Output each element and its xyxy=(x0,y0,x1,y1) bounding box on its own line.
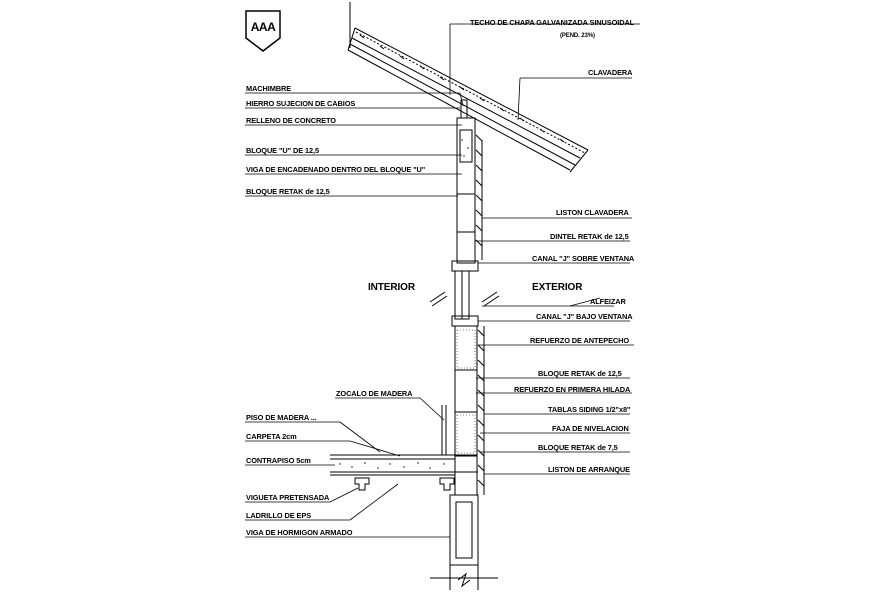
floor-slab xyxy=(330,405,478,496)
label-bloque-retak-125: BLOQUE RETAK de 12,5 xyxy=(538,369,622,378)
label-viga-encadenado: VIGA DE ENCADENADO DENTRO DEL BLOQUE "U" xyxy=(246,165,426,174)
upper-wall xyxy=(456,99,483,264)
label-refuerzo-antepecho: REFUERZO DE ANTEPECHO xyxy=(530,336,630,345)
label-dintel: DINTEL RETAK de 12,5 xyxy=(550,232,629,241)
label-canal-bajo: CANAL "J" BAJO VENTANA xyxy=(536,312,633,321)
label-viga-hormigon: VIGA DE HORMIGON ARMADO xyxy=(246,528,353,537)
label-refuerzo-hilada: REFUERZO EN PRIMERA HILADA xyxy=(514,385,631,394)
label-pend: (PEND. 23%) xyxy=(560,33,595,39)
concrete-fill xyxy=(339,139,469,469)
label-techo: TECHO DE CHAPA GALVANIZADA SINUSOIDAL xyxy=(470,18,635,27)
label-exterior: EXTERIOR xyxy=(532,282,583,293)
shield-icon xyxy=(245,10,281,52)
label-ladrillo: LADRILLO DE EPS xyxy=(246,511,312,520)
label-zocalo: ZOCALO DE MADERA xyxy=(336,389,413,398)
label-bloque-u: BLOQUE "U" DE 12,5 xyxy=(246,146,319,155)
label-relleno: RELLENO DE CONCRETO xyxy=(246,116,336,125)
label-liston-clavadera: LISTON CLAVADERA xyxy=(556,208,629,217)
window-zone xyxy=(429,260,500,327)
label-contrapiso: CONTRAPISO 5cm xyxy=(246,456,311,465)
label-bloque-retak-75: BLOQUE RETAK de 7,5 xyxy=(538,443,618,452)
label-hierro: HIERRO SUJECION DE CABIOS xyxy=(246,99,356,108)
foundation-beam xyxy=(430,494,498,590)
roof-assembly xyxy=(347,2,589,173)
label-canal-sobre: CANAL "J" SOBRE VENTANA xyxy=(532,254,635,263)
label-bloque-retak-left: BLOQUE RETAK de 12,5 xyxy=(246,187,330,196)
logo-text: AAA xyxy=(250,20,276,34)
label-machimbre: MACHIMBRE xyxy=(246,84,292,93)
logo: AAA xyxy=(245,10,281,52)
leader-lines-left xyxy=(245,92,464,538)
leader-lines-right xyxy=(449,23,640,475)
label-carpeta: CARPETA 2cm xyxy=(246,432,297,441)
label-piso: PISO DE MADERA ... xyxy=(246,413,317,422)
label-alfeizar: ALFEIZAR xyxy=(590,297,626,306)
label-vigueta: VIGUETA PRETENSADA xyxy=(246,493,330,502)
label-liston-arranque: LISTON DE ARRANQUE xyxy=(548,465,630,474)
lower-wall xyxy=(454,325,485,495)
label-clavadera: CLAVADERA xyxy=(588,68,633,77)
label-faja: FAJA DE NIVELACION xyxy=(552,424,629,433)
label-interior: INTERIOR xyxy=(368,282,415,293)
label-tablas-siding: TABLAS SIDING 1/2"x8" xyxy=(548,405,631,414)
